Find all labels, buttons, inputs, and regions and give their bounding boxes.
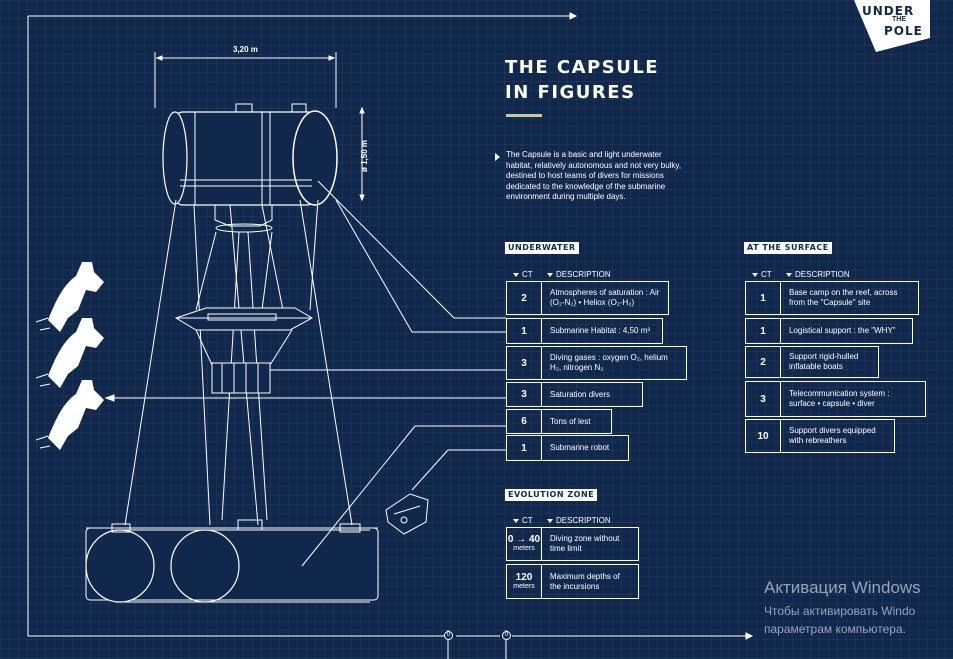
diameter-dimension-label: ø 1,50 m: [360, 139, 369, 172]
intro-arrow-icon: [495, 153, 500, 161]
sort-down-icon: [547, 518, 553, 523]
row-description: Logistical support : the "WHY": [789, 326, 896, 335]
logo-text-the: THE: [892, 16, 906, 23]
underwater-row: 3 Saturation divers: [506, 382, 643, 407]
width-dimension-label: 3,20 m: [233, 45, 258, 54]
surface-row: 1 Logistical support : the "WHY": [745, 318, 913, 344]
row-ct: 1: [507, 319, 542, 343]
row-ct-unit: meters: [513, 582, 535, 590]
ct-header: CT: [522, 516, 533, 525]
logo-text-under: UNDER: [862, 4, 915, 18]
row-description: Atmospheres of saturation : Air (O₂-N₂) …: [550, 288, 660, 307]
logo-shape-icon: [854, 0, 930, 52]
row-description: Maximum depths of the incursions: [550, 571, 620, 591]
ct-header: CT: [761, 270, 772, 279]
description-header: DESCRIPTION: [795, 270, 850, 279]
row-description: Support rigid-hulled inflatable boats: [789, 352, 859, 371]
bottom-marker: 0: [444, 631, 453, 640]
sort-down-icon: [513, 272, 519, 277]
windows-activation-title: Активация Windows: [764, 578, 921, 597]
row-description: Support divers equipped with rebreathers: [789, 426, 876, 445]
row-ct-value: 120: [515, 571, 533, 583]
underwater-row: 6 Tons of lest: [506, 409, 612, 434]
row-ct: 2: [507, 282, 542, 314]
row-description: Telecommunication system : surface • cap…: [789, 389, 890, 408]
underwater-row: 1 Submarine robot: [506, 435, 629, 461]
bottom-marker: 0: [502, 631, 511, 640]
row-ct: 6: [507, 410, 542, 433]
description-header: DESCRIPTION: [556, 270, 611, 279]
windows-activation-line-1: Чтобы активировать Windo: [764, 604, 916, 618]
surface-row: 3 Telecommunication system : surface • c…: [745, 381, 926, 417]
title-line-2: IN FIGURES: [505, 82, 636, 103]
sort-down-icon: [752, 272, 758, 277]
row-ct: 1: [746, 282, 781, 314]
row-description: Diving zone without time limit: [550, 534, 620, 553]
sort-down-icon: [786, 272, 792, 277]
underwater-row: 2 Atmospheres of saturation : Air (O₂-N₂…: [506, 281, 669, 315]
underwater-row: 3 Diving gases : oxygen O₂, helium H₂, n…: [506, 346, 687, 380]
logo-text-pole: POLE: [884, 24, 923, 38]
row-ct: 3: [507, 383, 542, 406]
sort-down-icon: [547, 272, 553, 277]
ct-header: CT: [522, 270, 533, 279]
row-ct-unit: meters: [513, 545, 535, 552]
surface-row: 2 Support rigid-hulled inflatable boats: [745, 346, 879, 378]
sort-down-icon: [513, 518, 519, 523]
windows-activation-text: Чтобы активировать Windo параметрам комп…: [764, 602, 915, 638]
underwater-row: 1 Submarine Habitat : 4,50 m³: [506, 318, 663, 344]
row-ct: 10: [746, 420, 781, 452]
underwater-section-label: UNDERWATER: [505, 242, 579, 254]
row-description: Base camp on the reef, across from the "…: [789, 288, 898, 307]
description-header: DESCRIPTION: [556, 516, 611, 525]
row-ct: 1: [507, 436, 542, 460]
evolution-section-label: EVOLUTION ZONE: [505, 489, 598, 501]
row-ct: 1: [746, 319, 781, 343]
row-description: Diving gases : oxygen O₂, helium H₂, nit…: [550, 353, 668, 372]
row-ct-value: 0 → 40: [507, 534, 541, 545]
intro-paragraph: The Capsule is a basic and light underwa…: [506, 150, 682, 201]
windows-activation-line-2: параметрам компьютера.: [764, 622, 906, 636]
surface-section-label: AT THE SURFACE: [744, 242, 832, 254]
row-description: Tons of lest: [550, 416, 591, 426]
row-ct: 3: [746, 382, 781, 416]
title-underline: [506, 114, 542, 117]
row-description: Submarine Habitat : 4,50 m³: [550, 326, 651, 335]
row-ct: 3: [507, 347, 542, 379]
row-description: Saturation divers: [550, 389, 611, 399]
page-title: THE CAPSULE IN FIGURES: [505, 55, 659, 105]
under-the-pole-logo: UNDER THE POLE: [852, 0, 932, 52]
surface-row: 1 Base camp on the reef, across from the…: [745, 281, 919, 315]
row-ct: 2: [746, 347, 781, 377]
surface-row: 10 Support divers equipped with rebreath…: [745, 419, 895, 453]
title-line-1: THE CAPSULE: [505, 57, 660, 78]
row-description: Submarine robot: [550, 443, 610, 452]
